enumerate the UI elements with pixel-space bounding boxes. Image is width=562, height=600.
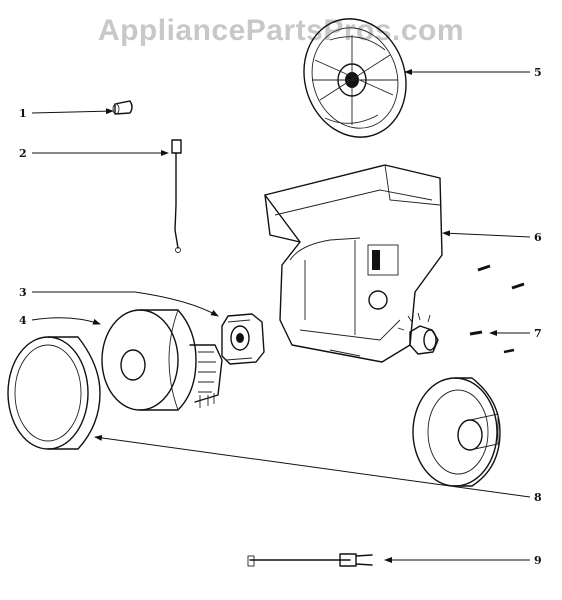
callout-9: 9	[534, 554, 542, 567]
callout-7: 7	[534, 327, 542, 340]
part-3-bracket	[221, 313, 265, 365]
part-8-ring-left	[7, 336, 101, 450]
watermark-logo: AppliancePartsPros.com	[97, 14, 465, 47]
callout-2: 2	[19, 147, 27, 160]
part-7-axle-hub	[397, 312, 439, 355]
leader-3	[32, 291, 219, 317]
leader-8	[94, 434, 531, 498]
part-7-screws	[469, 264, 525, 354]
part-8-wheel-right	[412, 377, 501, 487]
leader-6	[442, 230, 531, 238]
callout-4: 4	[19, 314, 27, 327]
part-9-power-cord	[247, 553, 373, 567]
leader-4	[31, 317, 101, 325]
callout-3: 3	[19, 286, 27, 299]
part-2-wire-lead	[171, 139, 182, 253]
leader-lines	[31, 69, 531, 563]
callout-8: 8	[534, 491, 542, 504]
part-4-motor	[101, 309, 223, 411]
callout-6: 6	[534, 231, 542, 244]
leader-1	[31, 108, 114, 115]
callout-1: 1	[19, 107, 27, 120]
part-5-round-cover	[303, 18, 407, 138]
part-1-bumper	[112, 100, 133, 115]
part-6-housing	[264, 164, 443, 363]
callout-5: 5	[534, 66, 542, 79]
